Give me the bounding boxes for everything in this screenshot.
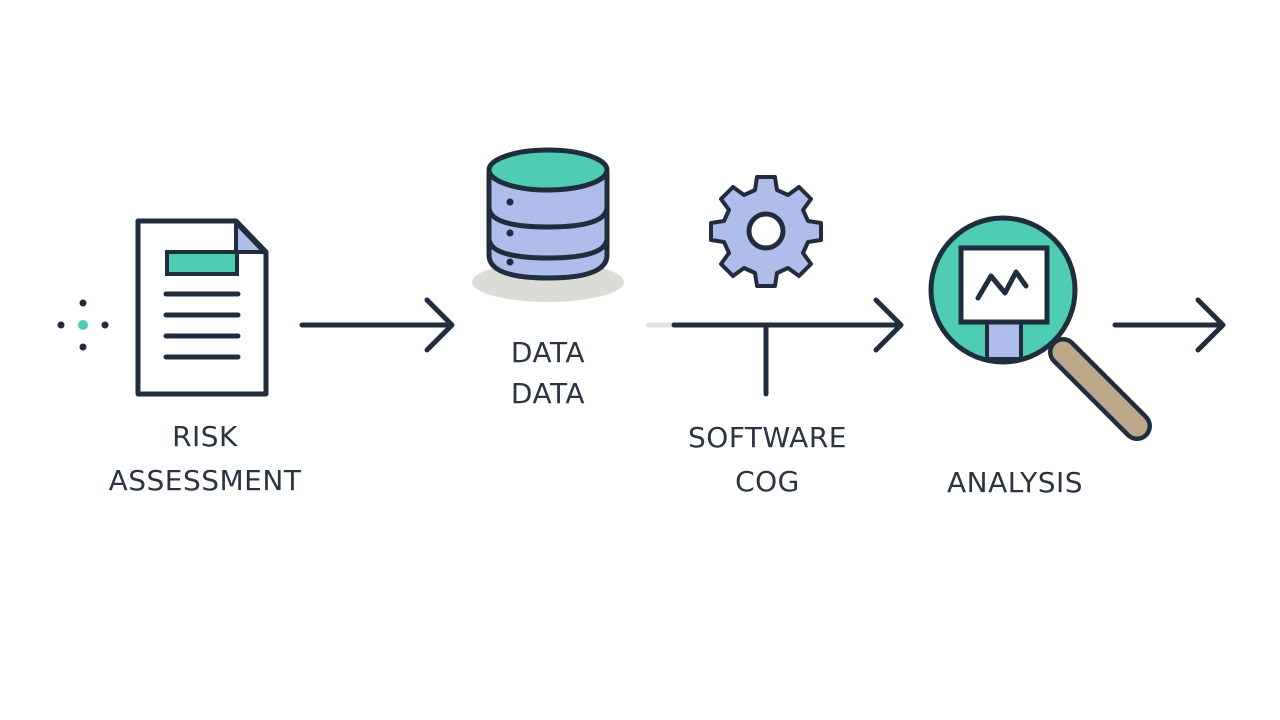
magnifier-chart-icon [928, 215, 1152, 441]
analysis-label: ANALYSIS [900, 461, 1130, 505]
risk-label-line-1: RISK [172, 420, 238, 453]
risk-label-line-2: ASSESSMENT [108, 464, 302, 497]
connector-arrow-icon [645, 297, 904, 397]
risk-assessment-label: RISK ASSESSMENT [60, 415, 350, 503]
analysis-label-line-1: ANALYSIS [946, 466, 1084, 499]
arrow-right-icon [299, 297, 455, 353]
data-label-line-1: DATA [510, 336, 586, 369]
software-label-line-2: COG [735, 465, 800, 498]
gear-icon [709, 175, 823, 288]
software-cog-label: SOFTWARE COG [650, 416, 885, 504]
data-label-line-2: DATA [510, 377, 586, 410]
data-label: DATA DATA [448, 332, 648, 414]
start-dots-icon [57, 299, 109, 351]
database-icon [472, 147, 624, 302]
document-icon [135, 218, 269, 397]
software-label-line-1: SOFTWARE [688, 421, 847, 454]
arrow-right-end-icon [1112, 297, 1226, 353]
